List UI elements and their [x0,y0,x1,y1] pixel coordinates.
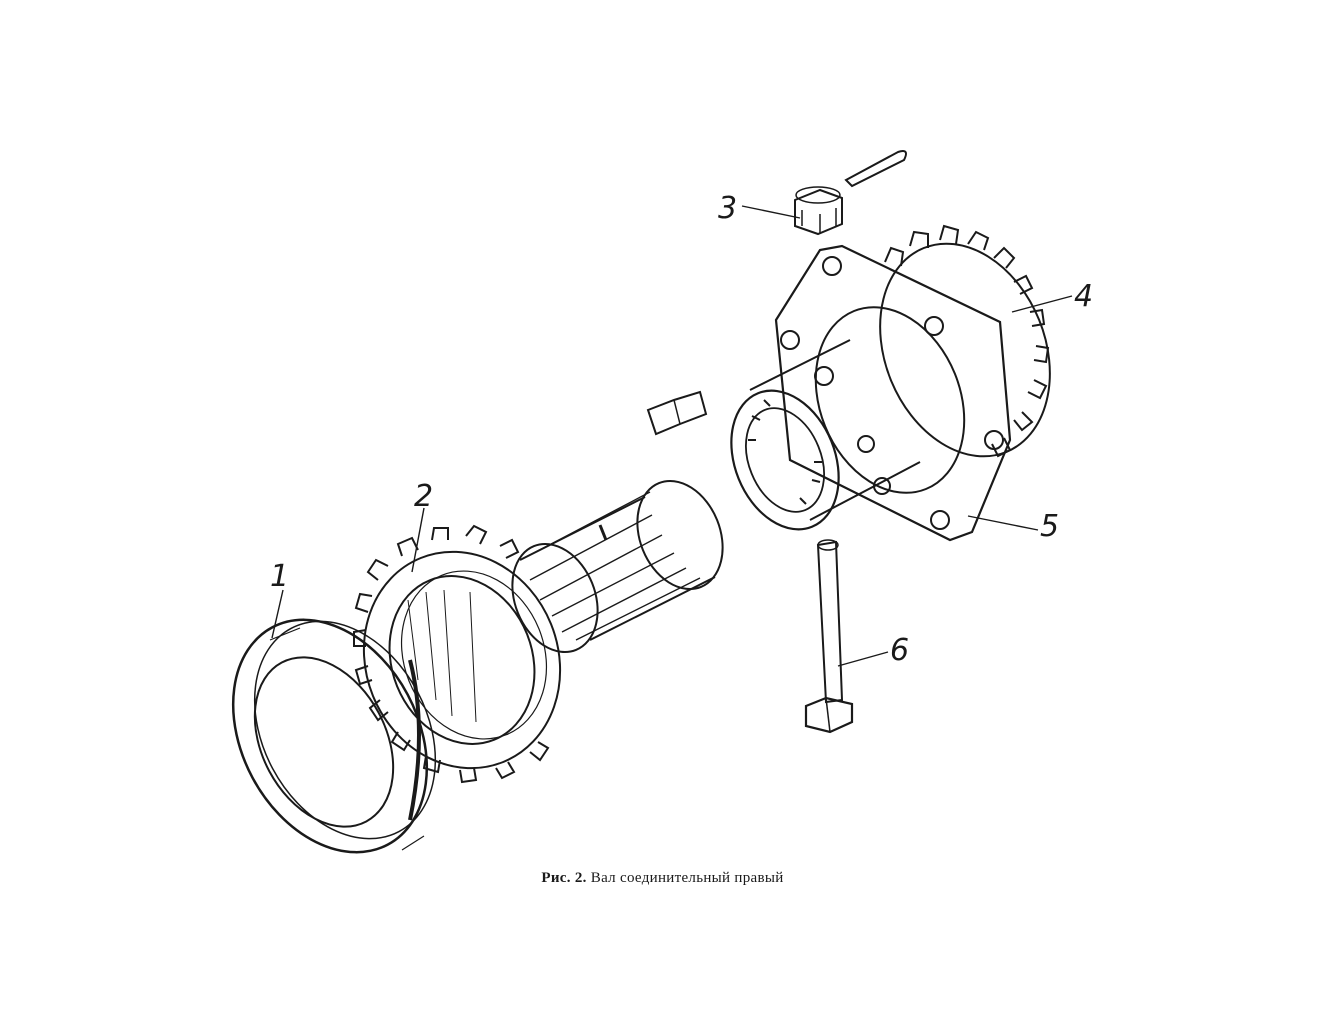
leader-lines [271,205,1073,667]
figure-caption: Рис. 2. Вал соединительный правый [0,870,1325,887]
callout-5: 5 [1040,509,1060,544]
splined-shaft [511,479,724,654]
figure-title: Вал соединительный правый [590,870,784,886]
small-pin [646,390,708,436]
washer-part-1 [231,618,437,854]
castle-nut-part-3 [794,186,843,236]
callout-1: 1 [270,559,290,594]
callout-6: 6 [890,633,910,668]
callout-4: 4 [1074,279,1094,314]
callout-3: 3 [718,191,738,226]
callout-2: 2 [414,479,434,514]
figure-number: Рис. 2. [541,870,587,886]
bolt-part-6 [804,539,854,734]
hub-gear-part-4 [879,224,1051,458]
flanged-hub-part-5 [730,244,1012,542]
cotter-pin [844,150,907,188]
gear-part-2 [353,524,562,784]
